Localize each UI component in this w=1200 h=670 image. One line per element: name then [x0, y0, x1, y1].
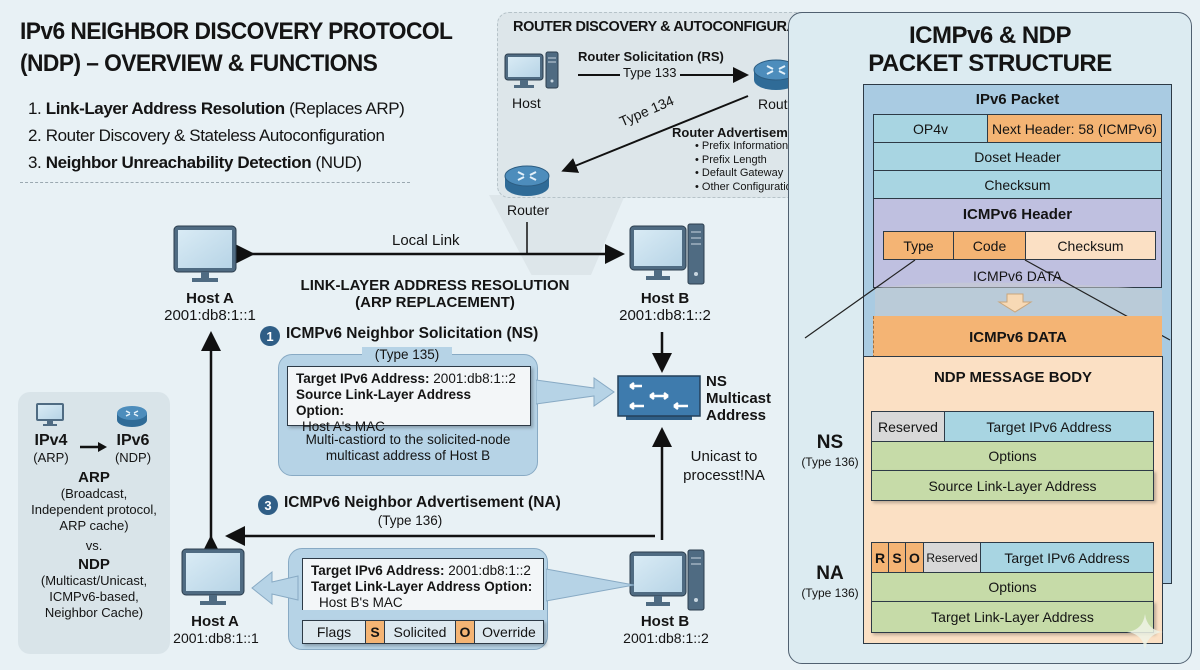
flag-o-label: Override — [482, 624, 536, 640]
router-discovery-panel — [497, 12, 827, 198]
host-b-address-bottom: 2001:db8:1::2 — [623, 630, 709, 646]
ipv4-sub: (ARP) — [33, 450, 69, 465]
function-list: 1. Link-Layer Address Resolution (Replac… — [28, 95, 405, 176]
flags-label: Flags — [316, 624, 352, 640]
ndp-body-title: NDP MESSAGE BODY — [933, 369, 1093, 386]
switch-icon — [617, 375, 701, 420]
icmp-data-small: ICMPv6 DATA — [973, 268, 1062, 284]
host-computer-icon — [504, 51, 559, 89]
host-a-name: Host A — [186, 290, 234, 307]
host-a-address: 2001:db8:1::1 — [164, 307, 256, 324]
ra-arrow — [561, 95, 749, 173]
ipv4-label: IPv4 — [34, 432, 68, 449]
host-b-computer-icon — [629, 549, 705, 611]
ns-source-lla: Source Link-Layer Address — [871, 470, 1154, 501]
ipv6-label: IPv6 — [116, 432, 150, 449]
lower-router-label: Router — [507, 202, 550, 218]
title-line-2: (NDP) – OVERVIEW & FUNCTIONS — [20, 50, 378, 77]
comparison-panel — [18, 392, 170, 654]
na-bubble-pointer-right — [546, 568, 635, 602]
na-flag-r: R — [871, 542, 889, 573]
host-b-name-bottom: Host B — [640, 613, 690, 630]
ipv6-sub: (NDP) — [114, 450, 152, 465]
ns-target: Target IPv6 Address — [944, 411, 1154, 442]
rs-label: Router Solicitation (RS) — [578, 49, 724, 64]
host-label: Host — [512, 95, 541, 111]
ns-struct-label: NS — [816, 432, 844, 453]
step-badge-1: 1 — [260, 326, 280, 346]
field-checksum: Checksum — [873, 170, 1162, 199]
link-diagram — [201, 222, 672, 555]
na-options: Options — [871, 572, 1154, 602]
title-line-1: IPv6 NEIGHBOR DISCOVERY PROTOCOL — [20, 18, 453, 45]
ipv6-packet-label: IPv6 Packet — [975, 91, 1060, 108]
local-link-label: Local Link — [392, 232, 460, 249]
step-badge-3: 3 — [258, 495, 278, 515]
host-a-address-bottom: 2001:db8:1::1 — [173, 630, 259, 646]
ns-bubble-pointer — [536, 377, 615, 407]
icmp-data-section: ICMPv6 DATA — [873, 316, 1162, 358]
flag-s-label: Solicited — [393, 624, 447, 640]
ns-title: ICMPv6 Neighbor Solicitation (NS) — [286, 325, 539, 342]
field-header: Doset Header — [873, 142, 1162, 171]
host-a-name-bottom: Host A — [191, 613, 239, 630]
function-item: 2. Router Discovery & Stateless Autoconf… — [28, 126, 385, 145]
ra-items: • Prefix Information • Prefix Length • D… — [695, 140, 798, 194]
ns-detail-box: Target IPv6 Address: 2001:db8:1::2 Sourc… — [287, 366, 531, 434]
section-title: LINK-LAYER ADDRESS RESOLUTION (ARP REPLA… — [300, 277, 570, 311]
icmp-code: Code — [953, 231, 1026, 260]
router-icon — [117, 406, 147, 427]
flag-o: O — [455, 621, 475, 643]
ns-reserved: Reserved — [871, 411, 945, 442]
na-bubble-pointer-left — [251, 570, 299, 606]
na-struct-type: (Type 136) — [801, 586, 859, 600]
ns-note: Multi-castiord to the solicited-node mul… — [305, 432, 511, 463]
ra-item: • Prefix Length — [695, 153, 767, 166]
icmp-checksum: Checksum — [1025, 231, 1156, 260]
ra-item: • Default Gateway — [695, 167, 784, 179]
arp-vs-ndp: ARP (Broadcast, Independent protocol, AR… — [31, 469, 157, 621]
na-detail-box: Target IPv6 Address: 2001:db8:1::2 Targe… — [302, 558, 544, 610]
na-struct-label: NA — [816, 563, 844, 584]
field-next-header: Next Header: 58 (ICMPv6) — [987, 114, 1162, 143]
page-title: IPv6 NEIGHBOR DISCOVERY PROTOCOL (NDP) –… — [20, 16, 476, 80]
host-b-computer-icon — [629, 223, 705, 285]
router-icon — [753, 59, 799, 90]
icmp-type: Type — [883, 231, 954, 260]
rs-type: Type 133 — [620, 65, 680, 80]
field-version: OP4v — [873, 114, 988, 143]
na-title: ICMPv6 Neighbor Advertisement (NA) — [284, 494, 561, 511]
host-b-address: 2001:db8:1::2 — [619, 307, 711, 324]
na-target-lla: Target Link-Layer Address — [871, 601, 1154, 633]
function-item: 1. Link-Layer Address Resolution (Replac… — [28, 99, 405, 118]
arrow-right-icon — [80, 442, 107, 452]
ra-item: • Prefix Information — [695, 140, 789, 152]
na-flag-o: O — [905, 542, 924, 573]
sparkle-icon — [1127, 614, 1163, 650]
flag-s: S — [365, 621, 385, 643]
switch-label: NS Multicast Address — [706, 373, 772, 424]
na-flags-row: Flags S Solicited O Override — [302, 620, 544, 644]
ns-type: (Type 135) — [362, 347, 452, 362]
host-a-computer-icon — [181, 548, 245, 605]
pc-icon — [36, 403, 64, 426]
router-discovery-arrows — [561, 67, 749, 173]
structure-title: ICMPv6 & NDP PACKET STRUCTURE — [868, 22, 1112, 77]
ra-item: • Other Configuration — [695, 180, 798, 193]
function-item: 3. Neighbor Unreachability Detection (NU… — [28, 153, 362, 172]
host-b-name: Host B — [640, 290, 690, 307]
ns-struct-type: (Type 136) — [801, 455, 859, 469]
na-flag-s: S — [888, 542, 906, 573]
unicast-label: Unicast to processt!NA — [683, 448, 765, 484]
ns-options: Options — [871, 441, 1154, 471]
na-target: Target IPv6 Address — [980, 542, 1154, 573]
na-reserved: Reserved — [923, 542, 981, 573]
router-discovery-title: ROUTER DISCOVERY & AUTOCONFIGURATION — [513, 19, 829, 35]
divider — [20, 182, 410, 183]
host-a-computer-icon — [173, 225, 237, 282]
router-icon — [504, 165, 550, 196]
na-type: (Type 136) — [377, 513, 443, 528]
